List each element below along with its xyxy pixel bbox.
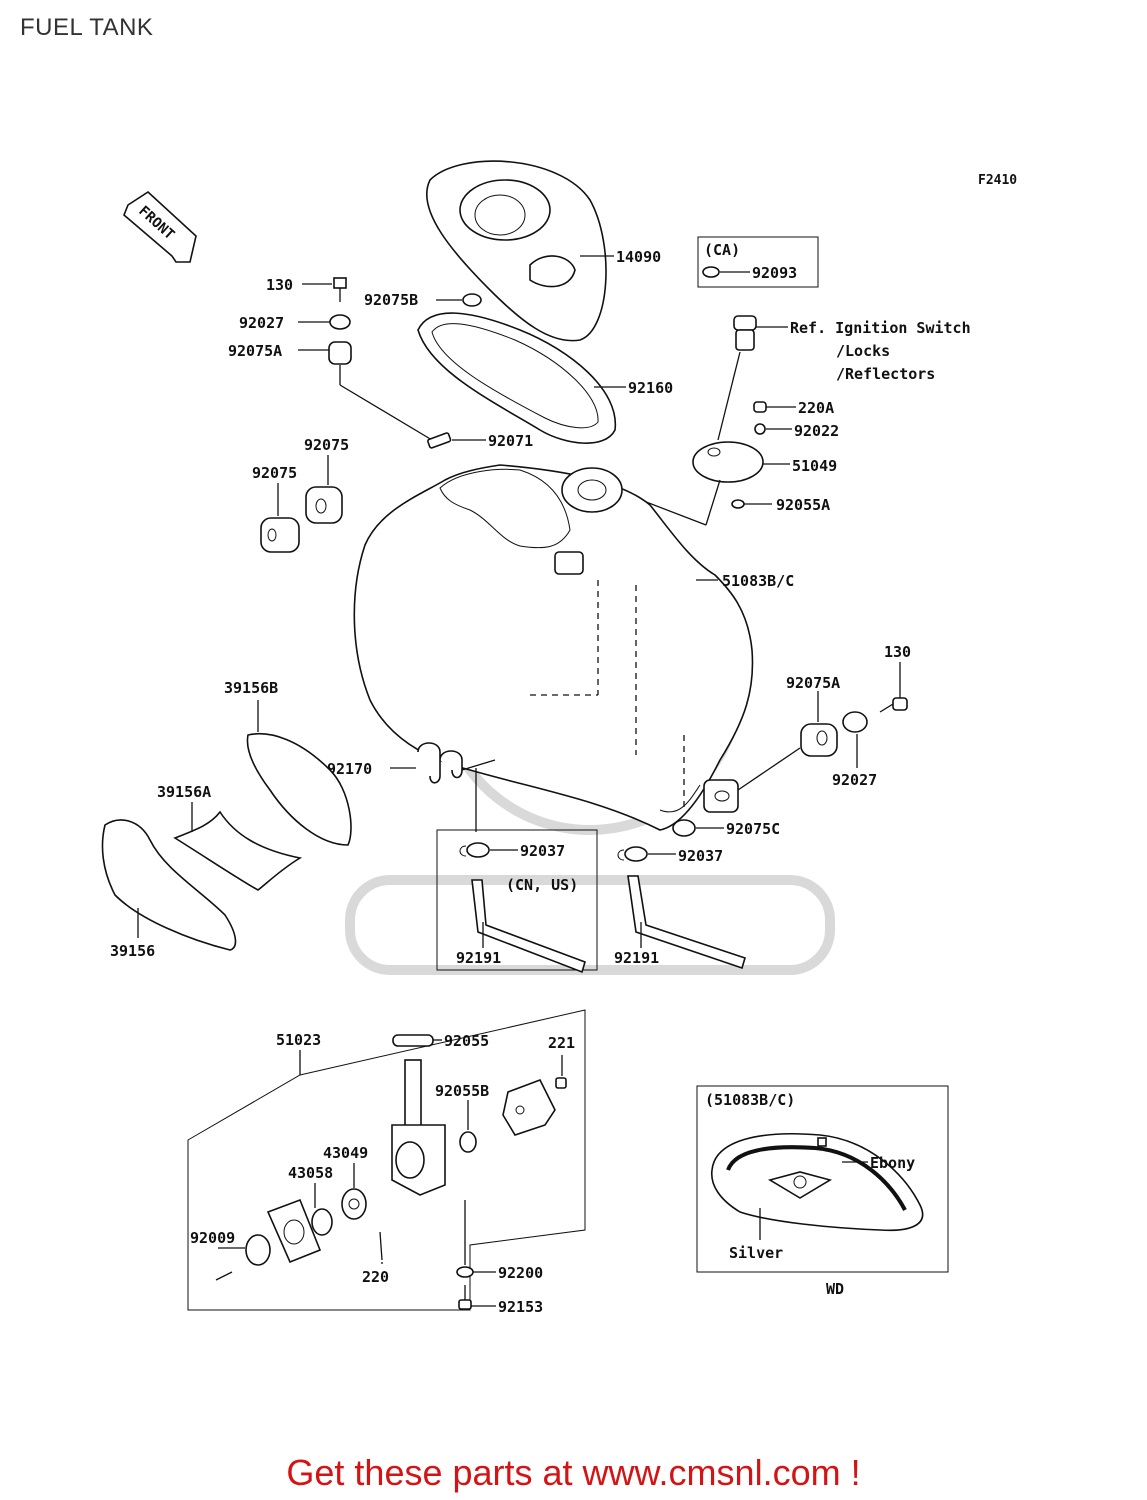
part-130-bolt-right — [879, 697, 908, 713]
label-92160: 92160 — [628, 379, 673, 397]
front-arrow-icon: FRONT — [123, 190, 197, 263]
label-92153: 92153 — [498, 1298, 543, 1316]
part-92200-washer — [456, 1266, 474, 1278]
part-92055-oring — [392, 1034, 434, 1047]
label-130-right: 130 — [884, 643, 911, 661]
region-label-ca: (CA) — [704, 241, 740, 259]
part-92075c — [672, 819, 696, 837]
label-39156: 39156 — [110, 942, 155, 960]
label-92055b: 92055B — [435, 1082, 489, 1100]
part-petcock-body — [391, 1059, 446, 1196]
part-51049-plate — [692, 441, 764, 483]
part-14090-cover — [426, 160, 614, 342]
region-box-ca — [697, 236, 819, 288]
ref-note-line1: Ref. Ignition Switch — [790, 319, 971, 337]
part-43049-diaphragm — [341, 1188, 367, 1220]
part-92160-gasket — [417, 312, 617, 444]
part-92071-clip — [427, 432, 452, 449]
label-39156b: 39156B — [224, 679, 278, 697]
label-92191-right: 92191 — [614, 949, 659, 967]
region-box-cn-us — [436, 829, 598, 971]
ignition-switch-part — [733, 315, 757, 351]
label-43049: 43049 — [323, 1144, 368, 1162]
part-39156-cover — [101, 819, 237, 951]
label-92075b: 92075B — [364, 291, 418, 309]
label-92200: 92200 — [498, 1264, 543, 1282]
color-ebony-label: Ebony — [870, 1154, 915, 1172]
part-gasket-plate — [266, 1198, 322, 1264]
label-51083bc: 51083B/C — [722, 572, 794, 590]
label-92022: 92022 — [794, 422, 839, 440]
label-220: 220 — [362, 1268, 389, 1286]
label-92075c: 92075C — [726, 820, 780, 838]
parts-diagram: FRONT F2410 14090 (CA) 92093 130 92075B … — [101, 160, 1017, 1316]
label-92027-right: 92027 — [832, 771, 877, 789]
label-220a: 220A — [798, 399, 834, 417]
label-92037-left: 92037 — [520, 842, 565, 860]
label-130-top: 130 — [266, 276, 293, 294]
label-92075-left: 92075 — [252, 464, 297, 482]
part-39156b-cover — [246, 733, 352, 846]
label-92075a-top: 92075A — [228, 342, 282, 360]
label-221: 221 — [548, 1034, 575, 1052]
part-92153-bolt — [458, 1285, 472, 1310]
label-92055: 92055 — [444, 1032, 489, 1050]
label-92170: 92170 — [327, 760, 372, 778]
part-92075-damper-right — [305, 486, 343, 524]
ref-note-line2: /Locks — [836, 342, 890, 360]
part-43058-oring — [311, 1208, 333, 1236]
part-92075b — [462, 293, 482, 307]
part-51083bc-fuel-tank — [353, 464, 754, 831]
part-39156a-cover — [173, 810, 303, 891]
part-92027-washer — [329, 314, 351, 330]
color-silver-label: Silver — [729, 1244, 783, 1262]
part-51023-assembly-frame — [187, 1009, 586, 1311]
label-92071: 92071 — [488, 432, 533, 450]
color-box-caption: WD — [826, 1280, 844, 1298]
part-220-screw — [379, 1231, 383, 1261]
label-92075a-right: 92075A — [786, 674, 840, 692]
part-92055a-oring — [731, 499, 745, 509]
part-92191-hose-right — [627, 875, 746, 970]
part-130-bolt-top — [333, 277, 347, 302]
part-92170-clamp — [417, 742, 463, 784]
part-92075a-grommet-right — [800, 723, 838, 757]
part-221-screw — [555, 1077, 567, 1089]
label-43058: 43058 — [288, 1164, 333, 1182]
label-51049: 51049 — [792, 457, 837, 475]
part-92055b-oring — [459, 1131, 477, 1153]
part-92191-hose-left — [471, 879, 586, 974]
label-39156a: 39156A — [157, 783, 211, 801]
part-cover-plate — [502, 1078, 556, 1136]
label-92027-top: 92027 — [239, 314, 284, 332]
part-220a-screw — [753, 401, 767, 413]
part-92037-clip-left — [459, 842, 490, 858]
part-92075-damper-left — [260, 517, 300, 553]
part-92009-screw — [215, 1271, 233, 1281]
label-92075-right: 92075 — [304, 436, 349, 454]
label-14090: 14090 — [616, 248, 661, 266]
footer-link[interactable]: Get these parts at www.cmsnl.com ! — [286, 1452, 861, 1493]
part-92027-washer-right — [842, 711, 868, 733]
part-92037-clip-right — [617, 846, 648, 862]
color-variant-box — [696, 1085, 949, 1273]
region-label-cn-us: (CN, US) — [506, 876, 578, 894]
label-92009: 92009 — [190, 1229, 235, 1247]
part-92075a-grommet — [328, 341, 352, 365]
part-92093-nut — [702, 266, 720, 278]
page-title: FUEL TANK — [20, 14, 154, 41]
color-box-title: (51083B/C) — [705, 1091, 795, 1109]
label-92093: 92093 — [752, 264, 797, 282]
label-51023: 51023 — [276, 1031, 321, 1049]
color-variant-tank-illustration — [711, 1132, 924, 1232]
label-92055a: 92055A — [776, 496, 830, 514]
label-92191-left: 92191 — [456, 949, 501, 967]
part-92022-washer — [754, 423, 766, 435]
ref-note-line3: /Reflectors — [836, 365, 935, 383]
part-92009-knob — [245, 1234, 271, 1266]
figure-code: F2410 — [978, 173, 1017, 188]
label-92037-right: 92037 — [678, 847, 723, 865]
